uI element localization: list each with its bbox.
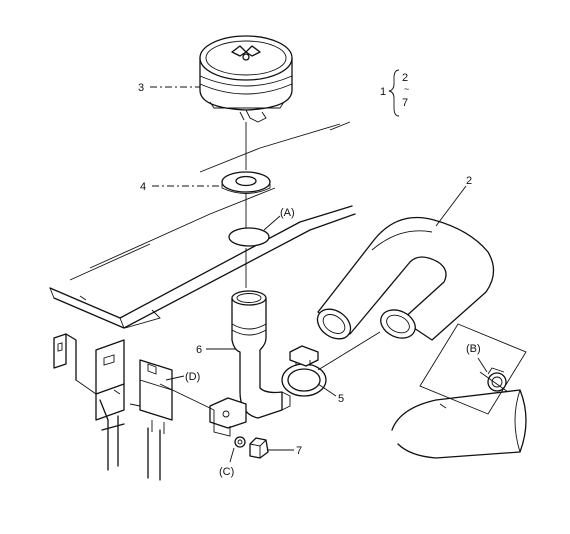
svg-text:~: ~ — [404, 84, 409, 94]
intake-duct — [391, 389, 527, 459]
hose-clamp — [281, 345, 327, 397]
callout-5: 5 — [338, 393, 344, 405]
intake-pipe — [209, 290, 291, 437]
group-item-2: 2 — [402, 72, 408, 84]
opening-a — [228, 227, 270, 247]
wing-nut-icon — [231, 45, 261, 61]
reference-d: (D) — [185, 371, 200, 383]
air-cleaner-assembly — [199, 35, 293, 123]
callout-7: 7 — [296, 445, 302, 457]
body-panel — [49, 121, 356, 329]
gasket — [221, 171, 271, 194]
bolt — [249, 437, 269, 459]
callout-6: 6 — [196, 344, 202, 356]
reference-b: (B) — [466, 343, 481, 355]
u-shaped-hose — [316, 216, 495, 341]
washer-c — [234, 436, 246, 448]
group-number-1: 1 — [380, 86, 386, 98]
callout-4: 4 — [140, 181, 146, 193]
frame-brackets — [53, 333, 215, 481]
group-item-7: 7 — [402, 97, 408, 109]
callout-3: 3 — [138, 82, 144, 94]
callout-2: 2 — [466, 175, 472, 187]
reference-c: (C) — [219, 466, 234, 478]
parts-group-bracket: 1 2 ~ 7 — [380, 69, 409, 117]
reference-a: (A) — [280, 207, 295, 219]
detail-b-panel — [419, 323, 527, 415]
